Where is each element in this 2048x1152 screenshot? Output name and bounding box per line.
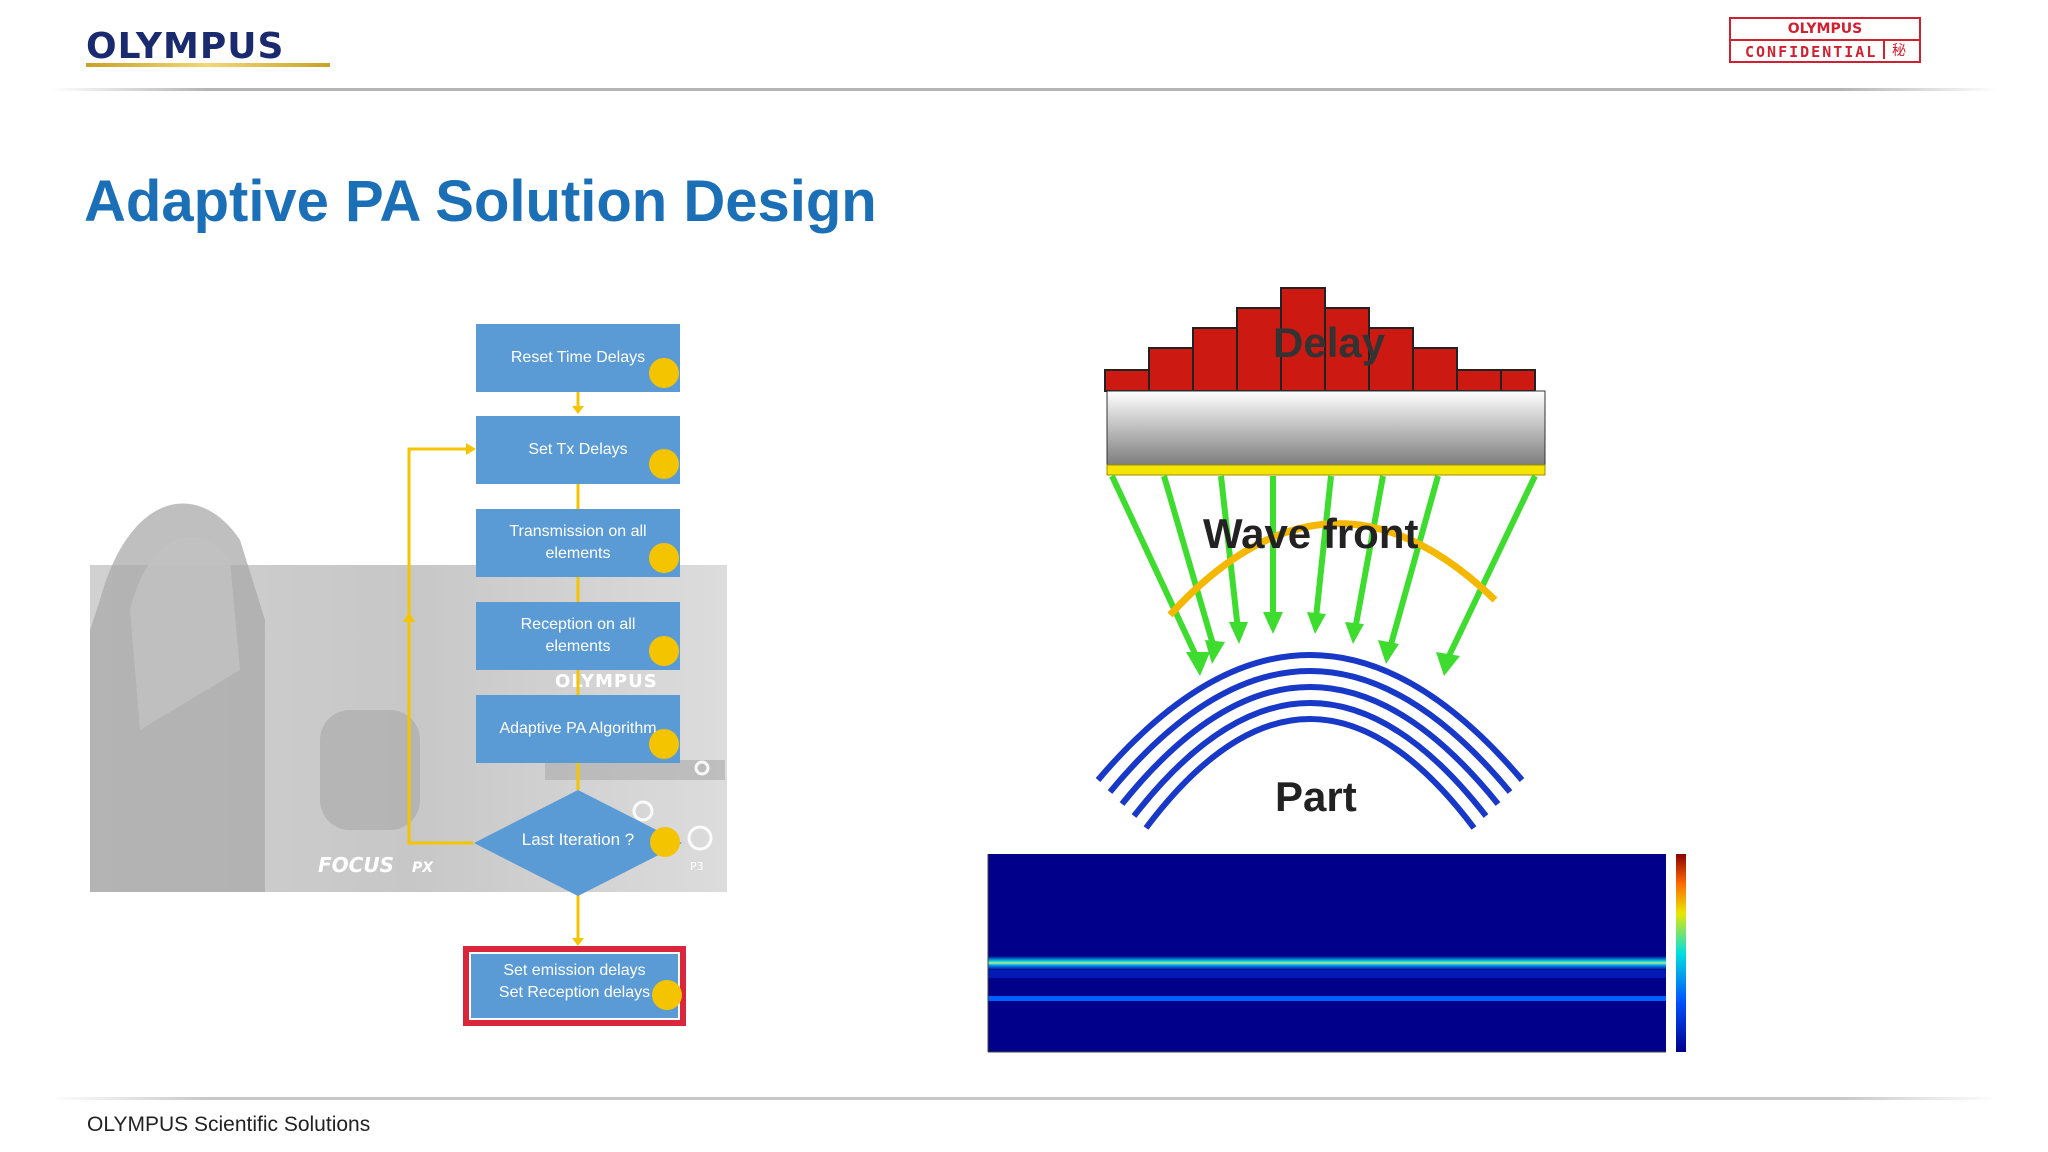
final-line-1: Set emission delays: [503, 962, 646, 979]
slide-title: Adaptive PA Solution Design: [84, 169, 877, 234]
device-brand: OLYMPUS: [555, 671, 658, 692]
connector-label: P3: [690, 860, 704, 873]
footer-text: OLYMPUS Scientific Solutions: [87, 1113, 371, 1136]
part-label: Part: [1275, 773, 1357, 820]
adaptive-pa-diagram: Delay Wave front Part: [1095, 287, 1546, 830]
flow-step-adaptive-pa-algorithm: Adaptive PA Algorithm: [476, 695, 680, 763]
device-model: FOCUS: [318, 853, 394, 877]
marker-dot-icon: [649, 358, 679, 388]
device-model-suffix: PX: [412, 860, 434, 876]
delay-label: Delay: [1273, 319, 1386, 366]
decision-diamond: [474, 790, 682, 896]
marker-dot-icon: [650, 827, 680, 857]
flow-step-set-delays: Set emission delays Set Reception delays: [471, 954, 678, 1018]
marker-dot-icon: [649, 543, 679, 573]
confidential-stamp: OLYMPUS CONFIDENTIAL 秘: [1729, 17, 1921, 63]
flow-decision-label: Last Iteration ?: [521, 830, 635, 849]
highlight-frame: [463, 946, 686, 1026]
flow-step-reception: Reception on all elements: [476, 602, 680, 670]
flow-step-transmission: Transmission on all elements: [476, 509, 680, 577]
final-line-2: Set Reception delays: [498, 984, 651, 1001]
marker-dot-icon: [652, 980, 682, 1010]
marker-dot-icon: [649, 449, 679, 479]
confidential-label: CONFIDENTIAL: [1745, 43, 1878, 61]
confidential-brand: OLYMPUS: [1731, 19, 1919, 41]
ultrasound-heatmap: [987, 854, 1686, 1053]
secret-seal-icon: 秘: [1883, 41, 1913, 59]
flow-step-set-tx-delays: Set Tx Delays: [476, 416, 680, 484]
wavefront-label: Wave front: [1203, 510, 1418, 557]
marker-dot-icon: [649, 729, 679, 759]
footer-divider: [50, 1097, 1998, 1100]
olympus-logo: OLYMPUS: [86, 26, 285, 67]
header-divider: [50, 88, 1998, 91]
flow-step-reset-time-delays: Reset Time Delays: [476, 324, 680, 392]
marker-dot-icon: [649, 636, 679, 666]
logo-underline: [86, 63, 330, 67]
